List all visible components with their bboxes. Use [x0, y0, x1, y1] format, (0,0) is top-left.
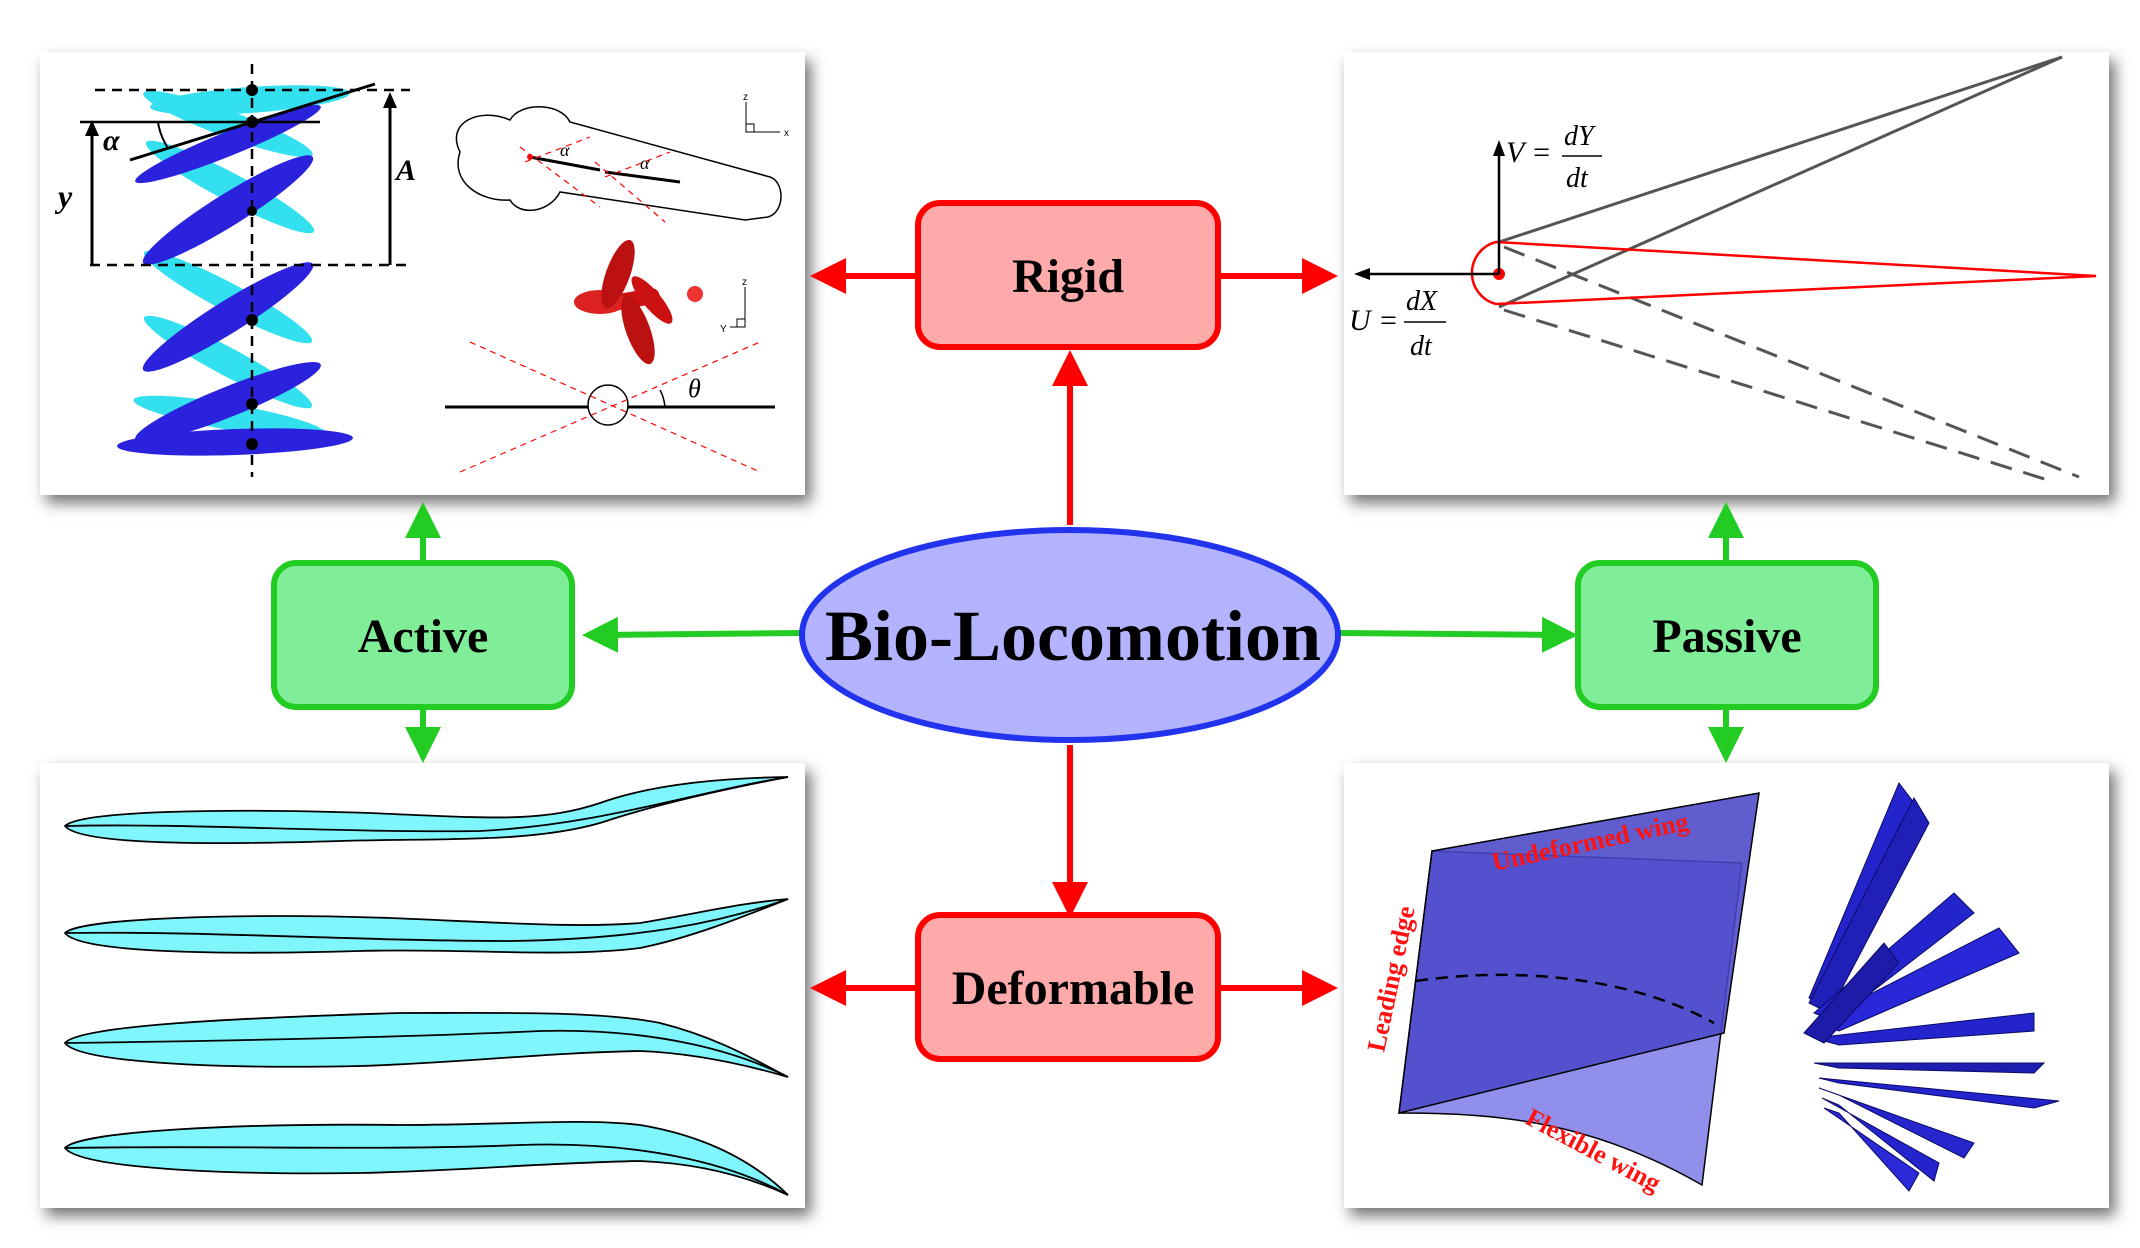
wing-chord-1: [529, 155, 601, 172]
panel-deformable-passive: Undeformed wing Leading edge Flexible wi…: [1344, 763, 2109, 1208]
v-lhs: V =: [1506, 136, 1552, 169]
hinge-1: [527, 154, 533, 160]
u-den: dt: [1410, 331, 1433, 362]
flexible-wing-figure: Undeformed wing Leading edge Flexible wi…: [1362, 782, 2060, 1198]
deformable-label: Deformable: [952, 962, 1195, 1015]
deformable-node: [915, 912, 1221, 1062]
body-schematic: α α: [455, 106, 782, 223]
wing-dash-1: [519, 146, 601, 208]
u-num: dX: [1406, 286, 1438, 317]
y-arrow-head: [85, 120, 99, 136]
wing-snapshot-10: [1823, 1107, 1920, 1192]
gray-dash-1: [1503, 245, 2080, 479]
panel-rigid-active: α y A α α z x: [40, 52, 805, 495]
active-node: [271, 560, 575, 710]
wing-dash-3: [594, 161, 666, 223]
rigid-label: Rigid: [1012, 250, 1124, 303]
axes-marker-1: [745, 102, 780, 133]
passive-label: Passive: [1652, 610, 1801, 663]
axis-z-label-2: z: [742, 277, 747, 288]
wing-snapshot-6: [1813, 1062, 2046, 1074]
alpha-small-1: α: [560, 140, 570, 160]
active-label: Active: [358, 610, 489, 663]
falling-plate-figure: V = dY dt U = dX dt: [1349, 55, 2097, 484]
wing-snapshot-7: [1818, 1077, 2060, 1109]
A-arrow-head: [383, 92, 397, 108]
v-arrow-head: [1493, 140, 1505, 156]
gray-line-1: [1498, 55, 2063, 244]
axes-marker-2: [730, 287, 746, 328]
v-num: dY: [1564, 121, 1597, 152]
fish-midline-1: [64, 776, 789, 833]
fish-midline-4: [64, 1143, 789, 1196]
fish-profile-3: [63, 1011, 789, 1078]
panel-rigid-passive: V = dY dt U = dX dt: [1344, 52, 2109, 495]
passive-node: [1575, 560, 1879, 710]
theta-arc: [659, 389, 666, 408]
axis-z-label-1: z: [743, 92, 748, 103]
connector-center-passive: [1339, 616, 1578, 653]
blue-foil-4: [135, 362, 321, 442]
center-label: Bio-Locomotion: [825, 596, 1321, 676]
rigid-node: [915, 200, 1221, 350]
wing-snapshot-8: [1818, 1087, 1975, 1159]
deformation-dashed-curve: [1415, 973, 1715, 1025]
v-den: dt: [1566, 163, 1589, 194]
wing-snapshot-9: [1821, 1097, 1940, 1182]
wing-dash-2: [524, 136, 591, 163]
wing-dash-4: [604, 151, 671, 178]
theta-label: θ: [688, 374, 701, 403]
axis-x-label: x: [784, 128, 789, 139]
axis-points: [246, 84, 258, 450]
gray-line-2: [1498, 55, 2063, 309]
A-label: A: [394, 154, 416, 187]
wing-chord-2: [604, 170, 681, 184]
y-label: y: [54, 178, 73, 214]
cyan-foil-4: [143, 250, 313, 344]
fish-midline-2: [64, 898, 789, 942]
undeformed-wing-plate: [1398, 792, 1760, 1114]
cyan-foil-2: [143, 90, 313, 158]
wing-snapshot-fan: [1803, 782, 2060, 1192]
blue-foil-3: [142, 262, 314, 372]
wing-snapshot-11: [1803, 942, 1900, 1044]
alpha-label: α: [103, 124, 120, 157]
axis-y-label: Y: [720, 324, 727, 335]
theta-schematic: θ: [445, 341, 775, 473]
fish-profile-1: [63, 776, 789, 845]
u-arrow-head: [1354, 268, 1370, 280]
blue-foil-5: [117, 428, 353, 456]
pitching-heaving-figure: α y A α α z x: [54, 64, 789, 477]
red-dash-b: [469, 341, 761, 473]
body-outline: [455, 106, 782, 221]
alpha-small-2: α: [640, 153, 650, 173]
alpha-arc: [157, 121, 169, 149]
swimming-fish-figure: [63, 776, 789, 1196]
red-3d-flapper: [574, 239, 703, 365]
fish-profile-2: [63, 898, 789, 954]
body-circle: [587, 384, 629, 426]
wing-snapshot-5: [1813, 1012, 2035, 1046]
blue-foil-positions: [117, 104, 353, 456]
fish-profile-4: [63, 1120, 789, 1196]
red-teardrop: [1470, 240, 2097, 306]
connector-center-active: [582, 616, 801, 653]
fish-midline-3: [64, 1029, 789, 1078]
u-lhs: U =: [1349, 304, 1398, 337]
gray-dash-2: [1503, 308, 2055, 484]
blue-foil-2: [142, 155, 314, 265]
center-node: [799, 527, 1341, 743]
blue-foil-1: [135, 104, 321, 184]
panel-deformable-active: [40, 763, 805, 1208]
